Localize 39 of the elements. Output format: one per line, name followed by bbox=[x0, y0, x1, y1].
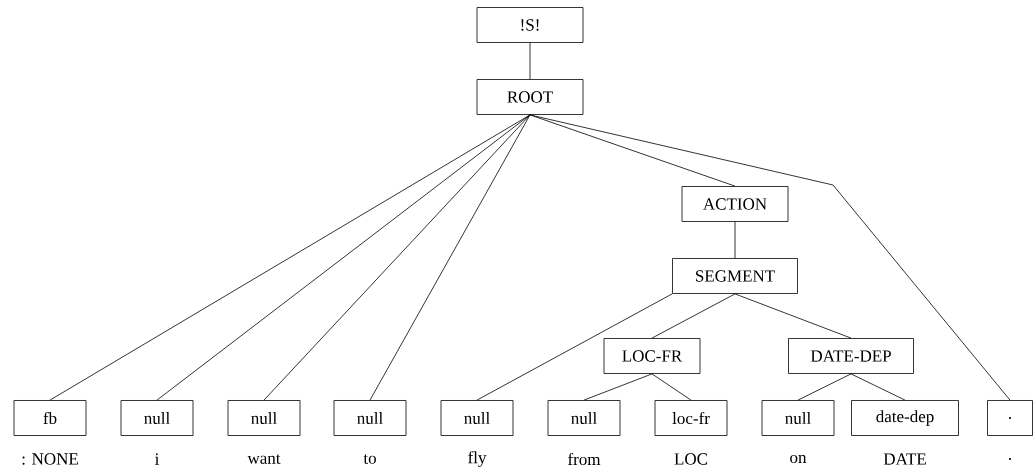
tree-node-box: null bbox=[440, 400, 514, 436]
tree-node-box: ACTION bbox=[681, 186, 789, 222]
tree-edge bbox=[651, 293, 736, 339]
tree-node-box: ROOT bbox=[476, 79, 584, 115]
token-label: LOC bbox=[674, 453, 708, 465]
tree-node-box: fb bbox=[13, 400, 87, 436]
tree-edge bbox=[651, 373, 692, 401]
tree-node-box: null bbox=[333, 400, 407, 436]
tree-node-box: null bbox=[547, 400, 621, 436]
tree-node-box: !S! bbox=[476, 7, 584, 43]
tree-edge bbox=[529, 114, 1011, 401]
token-label: fly bbox=[468, 451, 487, 467]
tree-edge bbox=[734, 293, 852, 339]
tree-node-box: DATE-DEP bbox=[788, 338, 914, 374]
token-label: . bbox=[1009, 458, 1011, 460]
tree-node-box: SEGMENT bbox=[672, 258, 798, 294]
tree-edge bbox=[263, 114, 531, 401]
tree-node-box: date-dep bbox=[851, 400, 959, 436]
token-label: to bbox=[363, 454, 376, 464]
tree-node-box: null bbox=[227, 400, 301, 436]
token-label: from bbox=[568, 452, 601, 466]
token-label: on bbox=[790, 454, 807, 464]
token-label: DATE bbox=[883, 453, 926, 465]
tree-edge bbox=[734, 221, 736, 259]
tree-node-box: null bbox=[120, 400, 194, 436]
token-label: : NONE bbox=[22, 453, 78, 465]
tree-node-box: null bbox=[761, 400, 835, 436]
tree-edge bbox=[850, 373, 906, 401]
token-label: want bbox=[247, 454, 281, 464]
token-label: i bbox=[155, 453, 160, 465]
tree-edge bbox=[156, 114, 531, 401]
tree-edge bbox=[797, 373, 852, 401]
tree-node-box: LOC-FR bbox=[603, 338, 701, 374]
tree-edge bbox=[583, 373, 653, 401]
tree-edge bbox=[369, 114, 531, 401]
tree-edge bbox=[476, 293, 673, 401]
tree-edge bbox=[529, 42, 531, 80]
tree-node-box: . bbox=[987, 400, 1033, 436]
tree-node-box: loc-fr bbox=[654, 400, 728, 436]
